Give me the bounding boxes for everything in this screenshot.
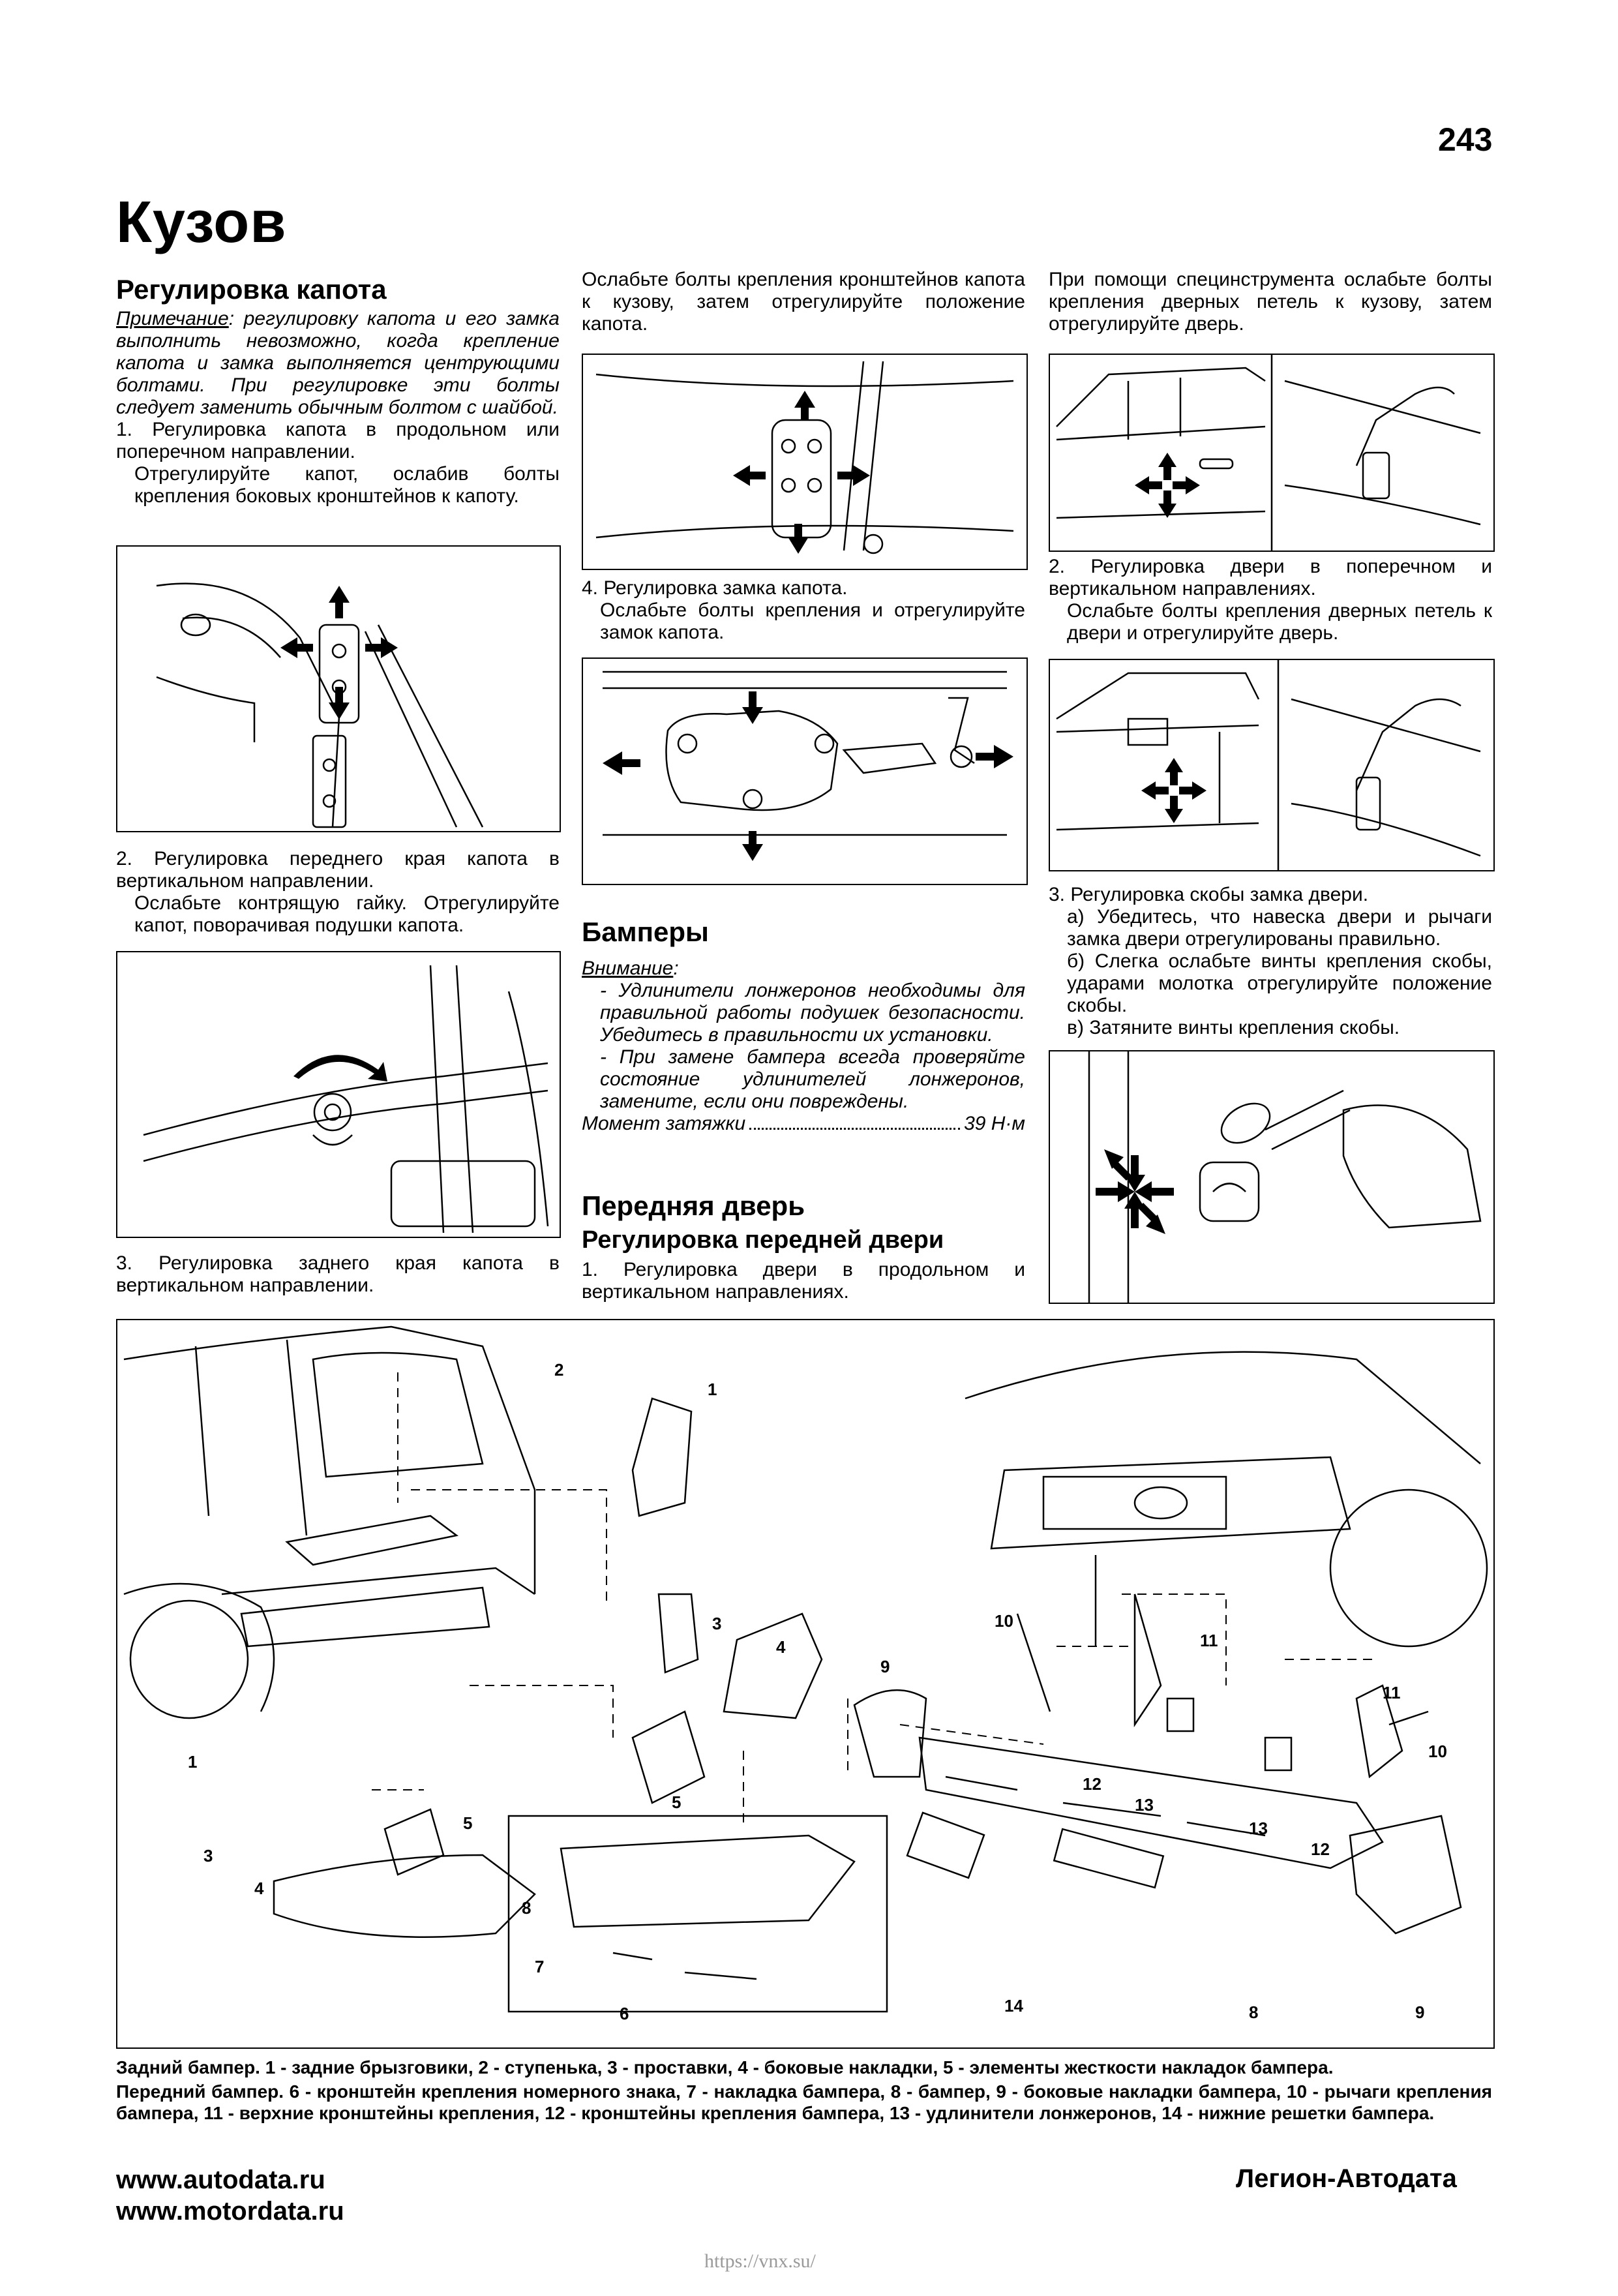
- footer-site-autodata[interactable]: www.autodata.ru: [116, 2166, 325, 2194]
- striker-step3-b: б) Слегка ослабьте винты крепления скобы…: [1067, 950, 1492, 1016]
- diagram-label-4b: 4: [254, 1879, 264, 1898]
- diagram-label-9b: 9: [1415, 2002, 1424, 2022]
- diagram-label-5a: 5: [463, 1813, 472, 1833]
- diagram-label-4a: 4: [776, 1637, 786, 1657]
- hood-step3-title: 3. Регулировка заднего края капота в вер…: [116, 1252, 560, 1296]
- diagram-label-11b: 11: [1383, 1683, 1401, 1702]
- attention-item-1: - Удлинители лонжеронов необходимы для п…: [600, 980, 1025, 1046]
- page-number: 243: [1438, 121, 1493, 158]
- striker-block: 3. Регулировка скобы замка двери. а) Убе…: [1049, 884, 1492, 1039]
- figure-hood-body-bracket: [582, 354, 1028, 570]
- section-heading-bumpers: Бамперы: [582, 916, 709, 947]
- door-hinge-intro: При помощи специнструмента ослабьте болт…: [1049, 269, 1492, 335]
- hood-step2-block: 2. Регулировка переднего края капота в в…: [116, 848, 560, 937]
- attention-label: Внимание: [582, 958, 674, 979]
- attention-item-2: - При замене бампера всегда проверяйте с…: [600, 1046, 1025, 1112]
- hood-step2-text: Ослабьте контрящую гайку. Отрегулируйте …: [134, 892, 560, 936]
- watermark-url: https://vnx.su/: [704, 2250, 816, 2272]
- footer-publisher: Легион-Автодата: [1236, 2164, 1457, 2193]
- page-title: Кузов: [116, 190, 287, 255]
- diagram-label-13b: 13: [1249, 1819, 1268, 1838]
- lock-step4-text: Ослабьте болты крепления и отрегулируйте…: [600, 599, 1025, 643]
- diagram-label-1a: 1: [708, 1380, 717, 1399]
- figure-hood-cushion: [116, 951, 561, 1238]
- section-heading-hood: Регулировка капота: [116, 274, 387, 305]
- section-heading-front-door: Передняя дверь: [582, 1190, 805, 1221]
- torque-line: Момент затяжки 39 Н·м: [582, 1113, 1025, 1135]
- door-step2-block: 2. Регулировка двери в поперечном и верт…: [1049, 556, 1492, 644]
- figure-door-lateral: [1049, 659, 1495, 871]
- figure-hood-lock: [582, 657, 1028, 885]
- note-label: Примечание: [116, 308, 229, 329]
- diagram-label-12a: 12: [1083, 1774, 1101, 1794]
- diagram-label-14: 14: [1004, 1996, 1023, 2016]
- hood-bracket-intro: Ослабьте болты крепления кронштейнов кап…: [582, 269, 1025, 335]
- bumper-exploded-drawing: 2 1 1 3 3 4 4 5 5 6 7 8 8 9 9 10 10 11 1…: [123, 1325, 1488, 2023]
- striker-step3-a: а) Убедитесь, что навеска двери и рычаги…: [1067, 906, 1492, 950]
- diagram-label-7: 7: [535, 1957, 544, 1976]
- diagram-label-10b: 10: [1428, 1742, 1447, 1761]
- door-step2-text: Ослабьте болты крепления дверных петель …: [1067, 600, 1492, 644]
- bumpers-attention: Внимание: - Удлинители лонжеронов необхо…: [582, 958, 1025, 1135]
- hood-bracket-drawing: [156, 582, 484, 828]
- figure-bumper-exploded: 2 1 1 3 3 4 4 5 5 6 7 8 8 9 9 10 10 11 1…: [116, 1319, 1495, 2049]
- door-longitudinal-drawing: [1056, 355, 1481, 551]
- diagram-label-3a: 3: [712, 1614, 721, 1633]
- footer-site-motordata[interactable]: www.motordata.ru: [116, 2197, 344, 2226]
- hood-text-block: Примечание: регулировку капота и его зам…: [116, 308, 560, 507]
- subheading-front-door-adjust: Регулировка передней двери: [582, 1226, 944, 1254]
- hood-cushion-drawing: [143, 965, 549, 1233]
- diagram-label-5b: 5: [672, 1792, 681, 1812]
- diagram-label-6: 6: [620, 2004, 629, 2023]
- diagram-label-2: 2: [554, 1360, 563, 1380]
- door-striker-drawing: [1088, 1051, 1482, 1303]
- note-text: : регулировку капота и его замка выполни…: [116, 308, 560, 418]
- lock-step-block: 4. Регулировка замка капота. Ослабьте бо…: [582, 577, 1025, 644]
- caption-front-bumper: Передний бампер. 6 - кронштейн крепления…: [116, 2081, 1492, 2123]
- figure-hood-side-bracket: [116, 545, 561, 832]
- torque-label: Момент затяжки: [582, 1113, 746, 1134]
- figure-door-longitudinal: [1049, 354, 1495, 552]
- torque-value: 39 Н·м: [964, 1113, 1025, 1134]
- diagram-label-12b: 12: [1311, 1839, 1330, 1859]
- hood-lock-drawing: [603, 671, 1013, 861]
- diagram-label-9a: 9: [880, 1657, 890, 1676]
- caption-rear-bumper: Задний бампер. 1 - задние брызговики, 2 …: [116, 2057, 1334, 2077]
- door-lateral-drawing: [1056, 660, 1481, 870]
- lock-step4-title: 4. Регулировка замка капота.: [582, 577, 848, 599]
- diagram-label-10a: 10: [995, 1611, 1013, 1631]
- door-step1: 1. Регулировка двери в продольном и верт…: [582, 1259, 1025, 1303]
- hood-step1-title: 1. Регулировка капота в продольном или п…: [116, 419, 560, 462]
- hood-body-bracket-drawing: [595, 361, 1014, 554]
- diagram-label-1b: 1: [188, 1752, 197, 1772]
- diagram-label-8a: 8: [522, 1898, 531, 1918]
- diagram-label-3b: 3: [203, 1846, 213, 1865]
- diagram-label-11a: 11: [1200, 1631, 1218, 1650]
- striker-step3-c: в) Затяните винты крепления скобы.: [1067, 1017, 1400, 1038]
- diagram-label-13a: 13: [1135, 1795, 1154, 1815]
- striker-step3-title: 3. Регулировка скобы замка двери.: [1049, 884, 1369, 905]
- figure-door-striker: [1049, 1050, 1495, 1304]
- door-step2-title: 2. Регулировка двери в поперечном и верт…: [1049, 556, 1492, 599]
- hood-step1-text: Отрегулируйте капот, ослабив болты крепл…: [134, 463, 560, 507]
- diagram-label-8b: 8: [1249, 2002, 1258, 2022]
- hood-step2-title: 2. Регулировка переднего края капота в в…: [116, 848, 560, 892]
